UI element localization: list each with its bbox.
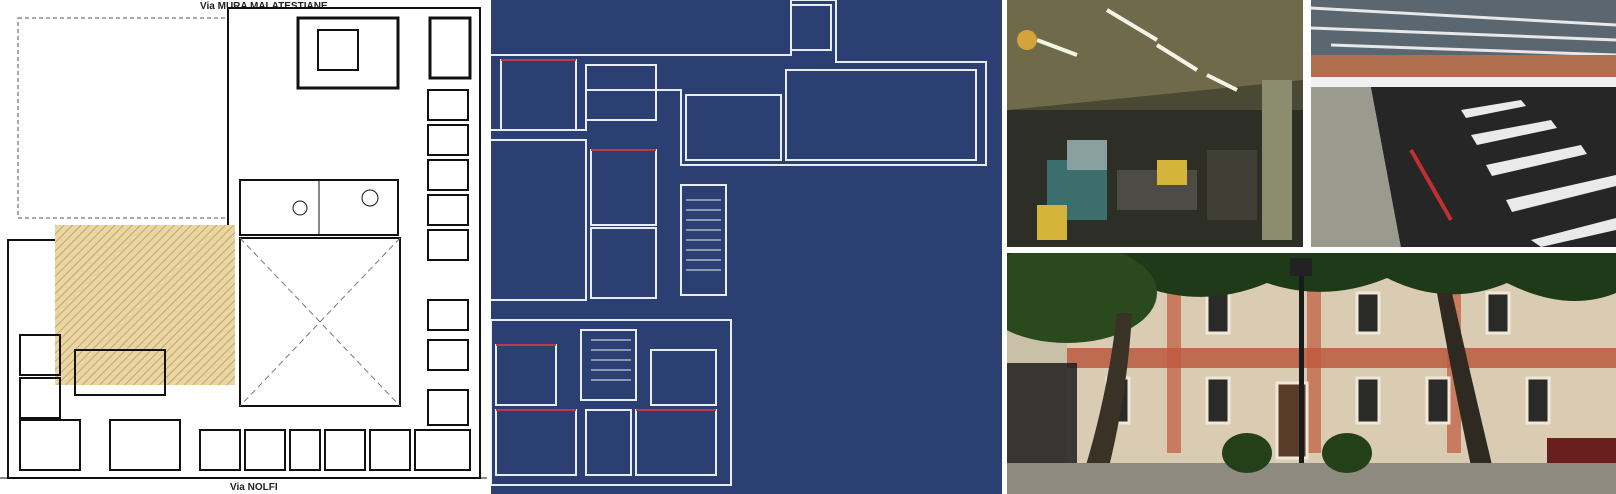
first-floor-plan (491, 0, 1002, 494)
room-top-block (296, 16, 400, 90)
central-hall (239, 237, 401, 407)
plan-walls (491, 0, 987, 486)
red-accent-lines (496, 59, 716, 411)
room (428, 16, 472, 80)
hatched-area (55, 225, 235, 385)
tree-trunk (1077, 313, 1132, 494)
parked-car (1547, 438, 1616, 463)
facade-photo (1007, 253, 1616, 494)
stair-treads (591, 199, 721, 381)
workshop-photo (1007, 0, 1303, 247)
street-label-bottom: Via NOLFI (230, 482, 278, 493)
lab-photo (1311, 0, 1616, 247)
first-floor-plan-drawing (491, 0, 987, 486)
left-rooms (19, 334, 181, 471)
machine-workshop-photo (1007, 0, 1303, 247)
ground-floor-plan: Via MURA MALATESTIANE Via NOLFI (0, 0, 487, 494)
iron-fence (1007, 363, 1077, 463)
right-rooms (427, 89, 469, 426)
ground-floor-plan-drawing: Via MURA MALATESTIANE Via NOLFI (0, 1, 487, 493)
street-label-top: Via MURA MALATESTIANE (200, 1, 328, 12)
room (317, 29, 359, 71)
ceiling-lights (1036, 8, 1238, 92)
lamp-post (1299, 273, 1304, 494)
tree-canopy (1007, 253, 1616, 316)
school-facade-photo (1007, 253, 1616, 494)
pavement (1007, 463, 1616, 494)
bottom-rooms (199, 429, 471, 471)
lab-benches (1461, 100, 1616, 247)
electrical-lab-photo (1311, 0, 1616, 247)
tree-trunk (1437, 293, 1499, 494)
dashed-boundary (17, 17, 229, 219)
